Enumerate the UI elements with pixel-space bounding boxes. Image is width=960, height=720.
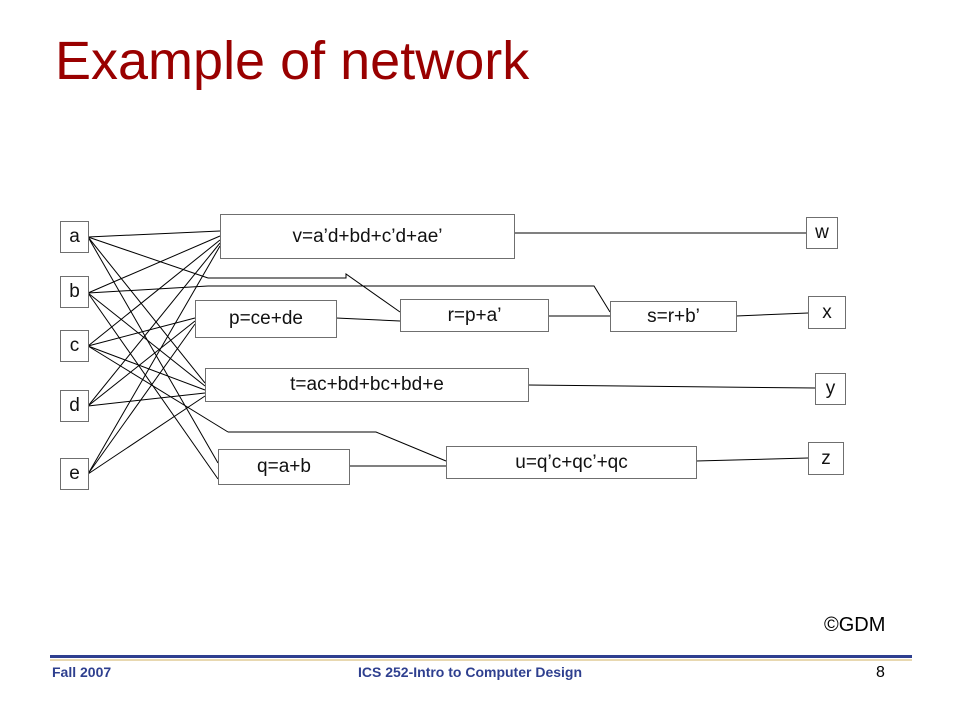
input-node-b: b xyxy=(60,276,89,308)
output-label-z: z xyxy=(821,447,831,469)
node-q-label: q=a+b xyxy=(257,456,311,477)
node-s-label: s=r+b’ xyxy=(647,305,700,327)
node-v: v=a’d+bd+c’d+ae’ xyxy=(220,214,515,259)
page-number: 8 xyxy=(876,664,885,681)
node-v-label: v=a’d+bd+c’d+ae’ xyxy=(292,225,443,247)
wire-b-to-s xyxy=(208,285,611,313)
output-node-y: y xyxy=(815,373,846,405)
node-s: s=r+b’ xyxy=(610,301,737,332)
wire-a-q xyxy=(87,236,219,464)
wire-c-u xyxy=(87,345,229,433)
node-r: r=p+a’ xyxy=(400,299,549,332)
node-t-label: t=ac+bd+bc+bd+e xyxy=(290,374,444,395)
input-node-c: c xyxy=(60,330,89,362)
wire-a-t xyxy=(87,236,206,384)
copyright-notice: ©GDM xyxy=(824,614,886,636)
output-label-y: y xyxy=(825,378,836,399)
footer-rule xyxy=(50,655,912,658)
wire-a-v xyxy=(87,230,221,238)
input-label-b: b xyxy=(69,281,80,302)
wire-c-t xyxy=(87,345,206,391)
wire-a-to-r xyxy=(208,273,401,313)
input-node-d: d xyxy=(60,390,89,422)
node-q: q=a+b xyxy=(218,449,350,485)
node-p-label: p=ce+de xyxy=(229,308,303,329)
input-label-c: c xyxy=(69,335,80,356)
footer-term: Fall 2007 xyxy=(52,664,112,680)
output-label-x: x xyxy=(822,301,832,323)
input-node-e: e xyxy=(60,458,89,490)
wire-b-v xyxy=(87,235,221,294)
output-label-w: w xyxy=(815,222,829,243)
input-label-d: d xyxy=(69,395,80,416)
wire-b-s xyxy=(87,285,209,294)
slide-title: Example of network xyxy=(55,31,530,91)
node-u-label: u=q’c+qc’+qc xyxy=(515,451,628,473)
wire-d-v xyxy=(87,242,221,407)
footer-course: ICS 252-Intro to Computer Design xyxy=(358,664,583,680)
input-node-a: a xyxy=(60,221,89,253)
output-node-z: z xyxy=(808,442,844,475)
wire-a-r xyxy=(87,236,209,279)
wire-b-t xyxy=(87,292,206,387)
wire-d-t xyxy=(87,392,206,407)
wire-e-p xyxy=(87,323,196,475)
wire-c-to-u xyxy=(228,431,447,462)
node-r-label: r=p+a’ xyxy=(447,304,502,326)
wire-d-p xyxy=(87,320,196,407)
wire-s-x xyxy=(735,312,809,317)
input-label-a: a xyxy=(69,226,80,247)
node-p: p=ce+de xyxy=(195,300,337,338)
footer-rule-accent xyxy=(50,659,912,661)
wire-t-y xyxy=(527,384,816,389)
wire-c-p xyxy=(87,317,196,347)
output-node-w: w xyxy=(806,217,838,249)
wire-u-z xyxy=(695,457,809,462)
wire-c-v xyxy=(87,239,221,347)
wire-e-t xyxy=(87,395,206,475)
node-u: u=q’c+qc’+qc xyxy=(446,446,697,479)
output-node-x: x xyxy=(808,296,846,329)
wire-p-r xyxy=(335,317,401,322)
input-label-e: e xyxy=(69,463,80,484)
wire-e-v xyxy=(87,245,221,475)
node-t: t=ac+bd+bc+bd+e xyxy=(205,368,529,402)
